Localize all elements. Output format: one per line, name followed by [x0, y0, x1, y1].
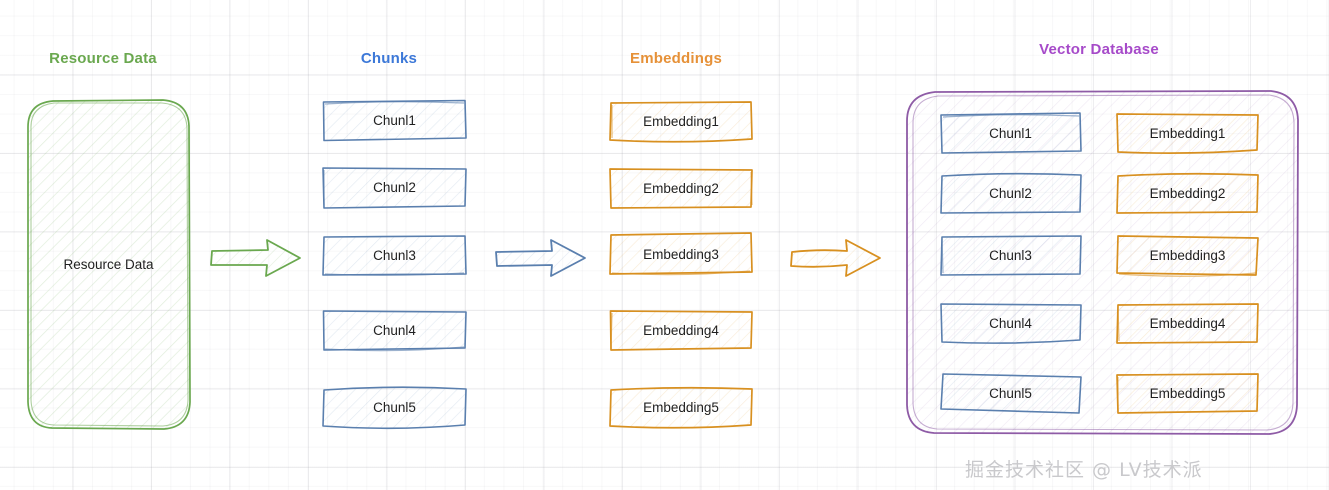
vdb-embedding-box-shape [1116, 113, 1259, 154]
embedding-box-label: Embedding1 [643, 114, 719, 129]
vdb-chunk-box-1[interactable]: Chunl1 [939, 111, 1082, 156]
vdb-chunk-box-label: Chunl2 [989, 186, 1032, 201]
vdb-embedding-box-3[interactable]: Embedding3 [1115, 233, 1260, 278]
column-title-embeddings: Embeddings [629, 50, 723, 67]
chunk-box-shape [322, 167, 467, 209]
vdb-chunk-box-label: Chunl1 [989, 126, 1032, 141]
chunk-box-shape [322, 386, 467, 430]
vdb-embedding-box-shape [1116, 303, 1259, 344]
chunk-box-label: Chunl4 [373, 323, 416, 338]
embedding-box-3[interactable]: Embedding3 [608, 231, 754, 277]
arrow-embeddings-to-vectordb-icon [789, 236, 883, 280]
embedding-box-shape [609, 232, 753, 276]
column-title-vector-database: Vector Database [1039, 41, 1159, 58]
vdb-embedding-box-shape [1116, 373, 1259, 414]
embedding-box-shape [609, 310, 753, 351]
column-title-chunks: Chunks [360, 50, 418, 67]
vdb-chunk-box-shape [940, 112, 1082, 154]
chunk-box-shape [322, 310, 467, 352]
column-title-resource-data: Resource Data [49, 50, 157, 67]
vdb-embedding-box-4[interactable]: Embedding4 [1115, 301, 1260, 346]
vdb-chunk-box-3[interactable]: Chunl3 [939, 233, 1082, 278]
vdb-chunk-box-shape [940, 172, 1082, 214]
vdb-chunk-box-5[interactable]: Chunl5 [939, 371, 1082, 416]
vdb-chunk-box-shape [940, 235, 1082, 276]
embedding-box-label: Embedding4 [643, 323, 719, 338]
vdb-embedding-box-shape [1116, 172, 1259, 214]
vdb-chunk-box-label: Chunl3 [989, 248, 1032, 263]
vdb-embedding-box-label: Embedding2 [1149, 186, 1226, 201]
vdb-embedding-box-label: Embedding3 [1149, 248, 1226, 263]
embedding-box-1[interactable]: Embedding1 [608, 99, 754, 144]
embedding-box-shape [609, 168, 753, 209]
resource-data-box-label: Resource Data [63, 257, 154, 272]
vdb-embedding-box-shape [1116, 235, 1259, 277]
vdb-embedding-box-label: Embedding1 [1149, 126, 1226, 141]
chunk-box-label: Chunl2 [373, 180, 416, 195]
embedding-box-label: Embedding5 [643, 400, 719, 415]
vdb-chunk-box-shape [940, 373, 1082, 414]
arrow-resource-to-chunks-icon [209, 236, 303, 280]
vdb-embedding-box-label: Embedding5 [1149, 386, 1226, 401]
embedding-box-2[interactable]: Embedding2 [608, 166, 754, 211]
vdb-chunk-box-label: Chunl4 [989, 316, 1032, 331]
embedding-box-label: Embedding2 [643, 181, 719, 196]
vdb-chunk-box-4[interactable]: Chunl4 [939, 301, 1082, 346]
embedding-box-label: Embedding3 [643, 246, 719, 262]
vector-database-panel[interactable]: Chunl1 Chunl2 Chunl3 Chunl4 Chunl5 [903, 87, 1301, 439]
chunk-box-label: Chunl3 [373, 248, 416, 263]
resource-data-box-shape [27, 99, 191, 430]
chunk-box-3[interactable]: Chunl3 [321, 233, 468, 278]
chunk-box-label: Chunl1 [373, 113, 416, 128]
chunk-box-label: Chunl5 [373, 400, 416, 415]
watermark-text: 掘金技术社区 @ LV技术派 [965, 459, 1203, 481]
vdb-embedding-box-label: Embedding4 [1149, 316, 1226, 331]
chunk-box-5[interactable]: Chunl5 [321, 385, 468, 430]
chunk-box-4[interactable]: Chunl4 [321, 308, 468, 353]
chunk-box-1[interactable]: Chunl1 [321, 98, 468, 143]
embedding-box-shape [609, 386, 753, 429]
arrow-chunks-to-embeddings-icon [494, 236, 588, 280]
vdb-chunk-box-2[interactable]: Chunl2 [939, 171, 1082, 216]
vdb-embedding-box-5[interactable]: Embedding5 [1115, 371, 1260, 416]
vdb-chunk-box-shape [940, 303, 1082, 344]
embedding-box-shape [609, 101, 753, 143]
chunk-box-2[interactable]: Chunl2 [321, 165, 468, 210]
vdb-embedding-box-1[interactable]: Embedding1 [1115, 111, 1260, 156]
vdb-chunk-box-label: Chunl5 [989, 386, 1032, 401]
embedding-box-5[interactable]: Embedding5 [608, 385, 754, 430]
chunk-box-shape [322, 235, 467, 276]
chunk-box-shape [322, 99, 467, 142]
embedding-box-4[interactable]: Embedding4 [608, 308, 754, 353]
resource-data-box[interactable]: Resource Data [25, 97, 192, 432]
vdb-embedding-box-2[interactable]: Embedding2 [1115, 171, 1260, 216]
